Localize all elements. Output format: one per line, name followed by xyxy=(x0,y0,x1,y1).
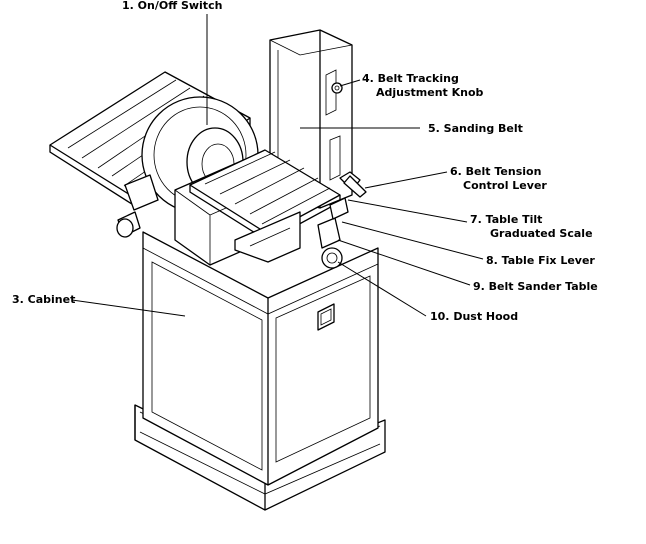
leader-lines xyxy=(71,14,484,317)
label-table-tilt-2: Graduated Scale xyxy=(490,227,593,240)
label-belt-sander-table: 9. Belt Sander Table xyxy=(473,280,598,293)
label-table-fix-lever: 8. Table Fix Lever xyxy=(486,254,595,267)
leader-belt-sander-table xyxy=(337,239,471,286)
leader-belt-tension xyxy=(364,171,448,189)
label-table-tilt-1: 7. Table Tilt xyxy=(470,213,542,226)
label-sanding-belt: 5. Sanding Belt xyxy=(428,122,523,135)
label-belt-tension-2: Control Lever xyxy=(463,179,547,192)
label-dust-hood: 10. Dust Hood xyxy=(430,310,518,323)
belt-table-drawing xyxy=(189,149,349,269)
leader-table-tilt xyxy=(347,199,468,223)
leader-dust-hood xyxy=(337,261,427,317)
callout-labels: 1. On/Off Switch 3. Cabinet 4. Belt Trac… xyxy=(12,0,598,323)
label-on-off-switch: 1. On/Off Switch xyxy=(122,0,222,12)
leader-belt-tracking xyxy=(339,79,361,87)
label-cabinet: 3. Cabinet xyxy=(12,293,75,306)
cabinet-drawing xyxy=(134,231,386,511)
leader-table-fix-lever xyxy=(341,221,484,260)
label-belt-tracking-2: Adjustment Knob xyxy=(376,86,484,99)
belt-arm-drawing xyxy=(269,29,367,209)
leader-cabinet xyxy=(71,299,186,317)
label-belt-tension-1: 6. Belt Tension xyxy=(450,165,541,178)
label-belt-tracking-1: 4. Belt Tracking xyxy=(362,72,459,85)
